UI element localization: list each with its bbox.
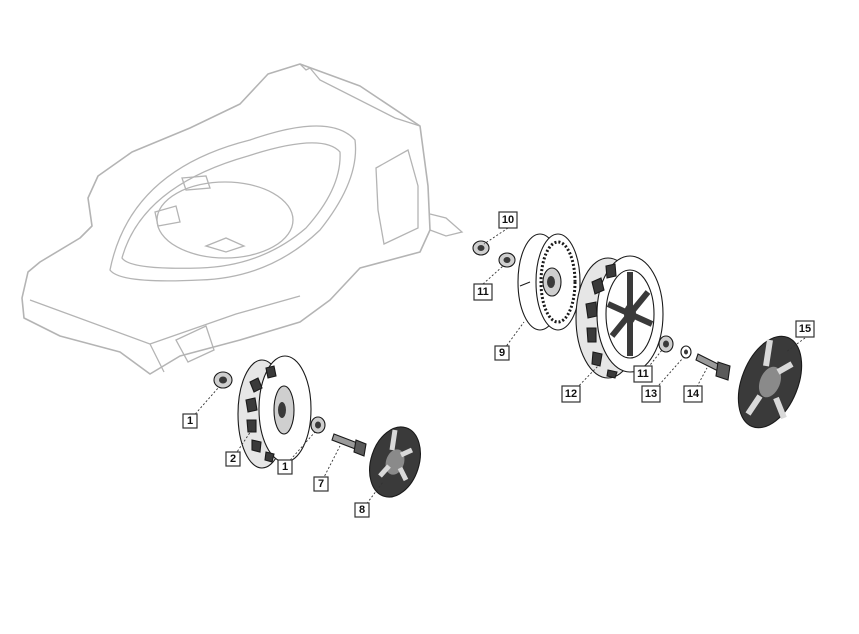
callout-2-label: 2: [230, 453, 236, 465]
large-hubcap-part-15: [737, 335, 803, 429]
bolt-part-14: [695, 353, 731, 381]
callout-1b: 1: [277, 459, 293, 475]
callout-9-label: 9: [499, 347, 505, 359]
small-wheel-part-2: [237, 355, 312, 469]
callout-12: 12: [561, 385, 581, 403]
washer-part-13: [680, 345, 692, 359]
callout-11b: 11: [633, 365, 653, 383]
mower-deck: [21, 63, 464, 375]
callout-1a-label: 1: [187, 415, 193, 427]
callout-8: 8: [354, 502, 370, 518]
callout-15-label: 15: [799, 323, 811, 335]
washer-part-10: [472, 240, 490, 256]
callout-7: 7: [313, 476, 329, 492]
callout-11b-label: 11: [637, 368, 649, 380]
callout-10: 10: [498, 211, 518, 229]
callout-1a: 1: [182, 413, 198, 429]
callout-11a: 11: [473, 283, 493, 301]
callout-2: 2: [225, 451, 241, 467]
nut-part-11a: [498, 252, 516, 268]
callout-14-label: 14: [687, 388, 700, 400]
bolt-part-7: [331, 433, 367, 457]
callout-13: 13: [641, 385, 661, 403]
callout-1b-label: 1: [282, 461, 288, 473]
nut-part-1a: [213, 371, 233, 389]
callout-9: 9: [494, 345, 510, 361]
callout-15: 15: [795, 320, 815, 338]
nut-part-1b: [310, 416, 326, 434]
callout-12-label: 12: [565, 388, 577, 400]
nut-part-11b: [658, 335, 674, 353]
large-wheel-part-12: [575, 255, 664, 379]
callout-8-label: 8: [359, 504, 365, 516]
small-hubcap-part-8: [369, 426, 421, 498]
callout-7-label: 7: [318, 478, 324, 490]
callout-11a-label: 11: [477, 286, 489, 298]
callout-14: 14: [683, 385, 703, 403]
callout-13-label: 13: [645, 388, 657, 400]
callout-10-label: 10: [502, 214, 514, 226]
gear-drum-part-9: [517, 233, 581, 331]
